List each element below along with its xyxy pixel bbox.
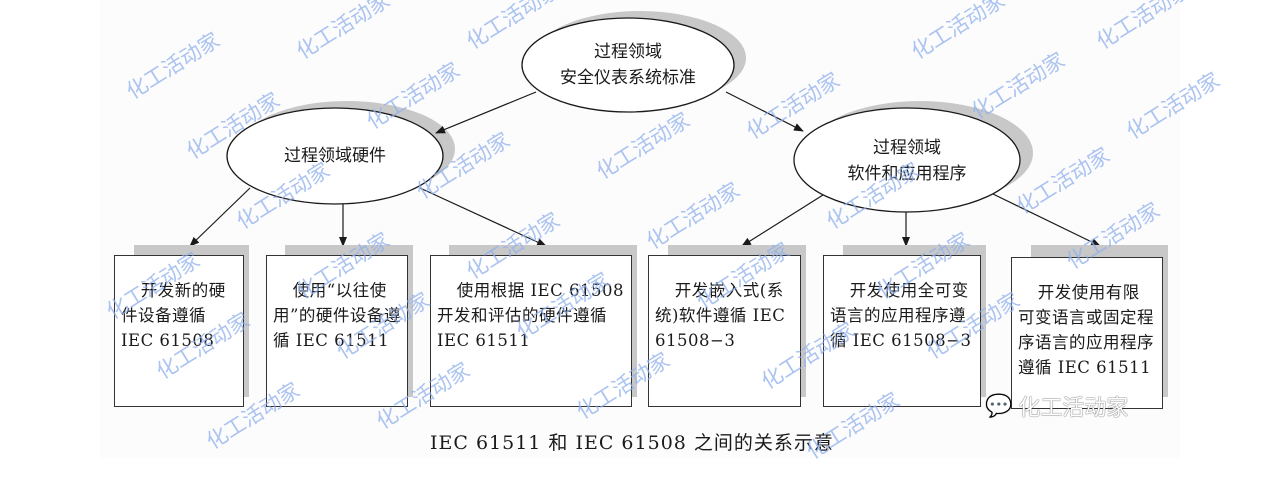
box-fvl-application: 开发使用全可变语言的应用程序遵循 IEC 61508−3 [823,255,981,407]
software-node-label: 过程领域 软件和应用程序 [807,135,1007,187]
hardware-node [226,107,444,205]
box-iec61508-hardware: 使用根据 IEC 61508 开发和评估的硬件遵循 IEC 61511 [430,255,632,407]
software-line1: 过程领域 [873,138,941,158]
box-new-hardware: 开发新的硬件设备遵循 IEC 61508 [114,255,244,407]
box-embedded-software: 开发嵌入式(系统)软件遵循 IEC 61508−3 [648,255,801,407]
root-node [521,17,735,113]
box-text: 开发嵌入式(系统)软件遵循 IEC 61508−3 [655,281,786,350]
brand-text: 化工活动家 [1018,396,1129,421]
root-line2: 安全仪表系统标准 [560,68,696,88]
hardware-node-label: 过程领域硬件 [235,143,435,169]
box-lvl-fpl-application: 开发使用有限可变语言或固定程序语言的应用程序遵循 IEC 61511 [1011,257,1163,409]
hardware-label: 过程领域硬件 [284,146,386,166]
root-line1: 过程领域 [594,42,662,62]
box-text: 开发新的硬件设备遵循 IEC 61508 [121,281,226,350]
software-node [793,107,1021,213]
box-text: 开发使用全可变语言的应用程序遵循 IEC 61508−3 [830,281,972,350]
wechat-icon: 💬 [985,393,1013,419]
box-text: 使用根据 IEC 61508 开发和评估的硬件遵循 IEC 61511 [437,281,624,350]
brand-watermark: 💬 化工活动家 [985,390,1128,422]
box-prior-use-hardware: 使用“以往使用”的硬件设备遵循 IEC 61511 [266,255,408,407]
root-node-label: 过程领域 安全仪表系统标准 [528,39,728,91]
figure-caption: IEC 61511 和 IEC 61508 之间的关系示意 [430,432,834,454]
box-text: 使用“以往使用”的硬件设备遵循 IEC 61511 [273,281,401,350]
software-line2: 软件和应用程序 [847,164,967,184]
box-text: 开发使用有限可变语言或固定程序语言的应用程序遵循 IEC 61511 [1018,283,1154,377]
